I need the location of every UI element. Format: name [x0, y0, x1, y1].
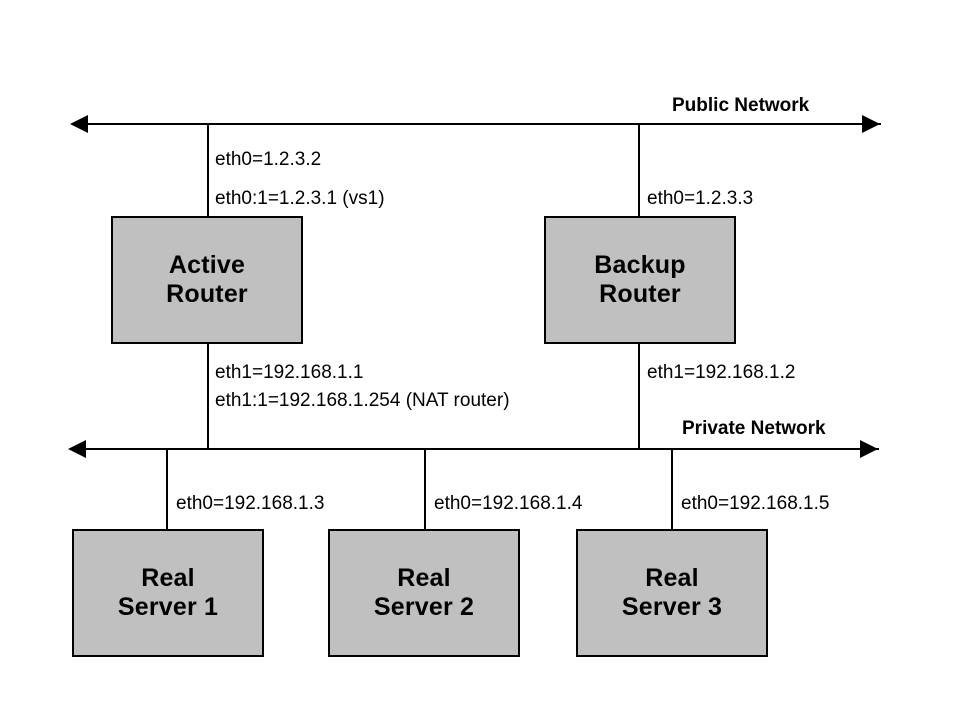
real-server-2-link [424, 448, 426, 529]
node-active-router[interactable]: Active Router [111, 216, 303, 344]
backup-router-private-link [638, 344, 640, 449]
public-network-bus [87, 123, 881, 125]
public-bus-right-arrow-icon [862, 115, 880, 133]
backup-router-public-link [638, 123, 640, 217]
node-real-server-1[interactable]: Real Server 1 [72, 529, 264, 657]
iface-real-server-2: eth0=192.168.1.4 [434, 493, 583, 514]
iface-real-server-3: eth0=192.168.1.5 [681, 493, 830, 514]
real-server-1-label-line2: Server 1 [117, 593, 219, 621]
private-bus-right-arrow-icon [860, 440, 878, 458]
iface-real-server-1: eth0=192.168.1.3 [176, 493, 325, 514]
private-network-bus [85, 448, 879, 450]
iface-active-public-primary: eth0=1.2.3.2 [215, 149, 322, 170]
active-router-label-line2: Router [166, 280, 248, 308]
node-real-server-2[interactable]: Real Server 2 [328, 529, 520, 657]
active-router-label-line1: Active [168, 250, 246, 279]
active-router-public-link [207, 123, 209, 217]
real-server-1-link [166, 448, 168, 529]
public-network-label: Public Network [672, 95, 810, 116]
active-router-private-link [207, 344, 209, 449]
real-server-3-label-line1: Real [645, 563, 699, 592]
real-server-3-label-line2: Server 3 [621, 593, 723, 621]
iface-active-private-alias: eth1:1=192.168.1.254 (NAT router) [215, 390, 510, 411]
iface-backup-private: eth1=192.168.1.2 [647, 362, 796, 383]
node-backup-router[interactable]: Backup Router [544, 216, 736, 344]
private-network-label: Private Network [682, 418, 826, 439]
real-server-2-label-line1: Real [397, 563, 451, 592]
iface-active-public-alias: eth0:1=1.2.3.1 (vs1) [215, 188, 385, 209]
private-bus-left-arrow-icon [68, 440, 86, 458]
iface-backup-public: eth0=1.2.3.3 [647, 188, 754, 209]
real-server-1-label-line1: Real [141, 563, 195, 592]
real-server-2-label-line2: Server 2 [373, 593, 475, 621]
real-server-3-link [671, 448, 673, 529]
backup-router-label-line2: Router [599, 280, 681, 308]
backup-router-label-line1: Backup [594, 250, 686, 279]
node-real-server-3[interactable]: Real Server 3 [576, 529, 768, 657]
public-bus-left-arrow-icon [70, 115, 88, 133]
iface-active-private-primary: eth1=192.168.1.1 [215, 362, 364, 383]
